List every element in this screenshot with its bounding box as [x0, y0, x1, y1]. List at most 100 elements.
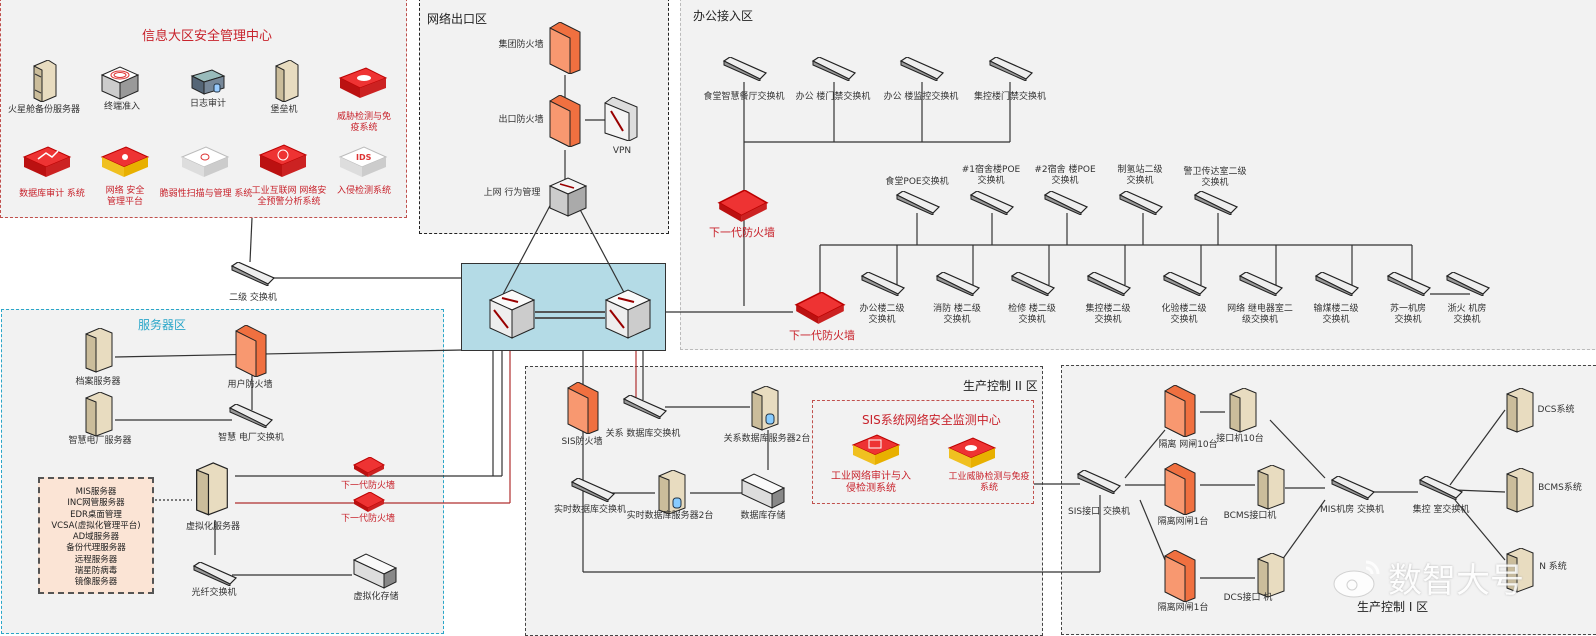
log-audit-icon [190, 69, 226, 95]
zone-office-access [680, 0, 1596, 350]
label-relational-db-servers: 关系数据库服务器2台 [723, 434, 811, 444]
server-icon [1506, 548, 1534, 593]
threat-detection-icon [338, 67, 388, 98]
label-office-switch: 办公楼二级 交换机 [859, 304, 905, 325]
storage-icon [352, 553, 398, 589]
label-ngfw-1: 下一代防火墙 [340, 481, 396, 491]
label-dcs-system: DCS系统 [1537, 405, 1575, 415]
zone-title-server: 服务器区 [138, 318, 187, 332]
db-server-icon [658, 470, 686, 515]
label-office-switch: 检修 楼二级 交换机 [1008, 304, 1056, 325]
zone-title-sis-monitor: SIS系统网络安全监测中心 [862, 413, 1001, 427]
label-fiber-switch: 光纤交换机 [191, 588, 237, 598]
switch-icon [1445, 272, 1491, 296]
server-icon [196, 462, 228, 516]
zone-title-production-ii: 生产控制 II 区 [963, 379, 1038, 393]
firewall-icon [567, 382, 599, 434]
ngfw-icon [352, 457, 386, 477]
switch-icon [860, 272, 906, 296]
switch-icon [722, 57, 768, 81]
switch-icon [1076, 470, 1122, 494]
vm-item: 镜像服务器 [74, 577, 118, 588]
label-office-switch: 苏一机房 交换机 [1389, 304, 1427, 325]
gateway-firewall-icon [1164, 550, 1196, 602]
server-icon [33, 60, 57, 102]
label-office-switch: 食堂智慧餐厅交换机 [703, 92, 785, 102]
switch-icon [811, 57, 857, 81]
label-sis-interface-switch: SIS接口 交换机 [1068, 507, 1130, 517]
zone-info-security [0, 0, 407, 218]
switch-icon [1418, 476, 1464, 500]
core-switch-icon [604, 289, 652, 339]
label-office-switch: 化验楼二级 交换机 [1161, 304, 1207, 325]
label-n-system: N 系统 [1539, 562, 1567, 572]
switch-icon [1386, 272, 1432, 296]
label-industrial-audit: 工业网络审计与入 侵检测系统 [831, 471, 911, 494]
server-icon [1506, 468, 1534, 513]
zone-title-network-exit: 网络出口区 [427, 12, 488, 26]
switch-icon [228, 404, 274, 428]
zone-title-info-security: 信息大区安全管理中心 [142, 29, 273, 44]
zone-sis-monitor [812, 400, 1034, 504]
switch-icon [192, 562, 238, 586]
industrial-audit-icon [851, 434, 901, 465]
label-secondary-switch: 二级 交换机 [229, 293, 277, 303]
label-log-audit: 日志审计 [189, 99, 227, 109]
behavior-mgmt-icon [548, 177, 588, 217]
gateway-firewall-icon [1164, 463, 1196, 515]
db-server-icon [751, 386, 779, 431]
label-office-switch: 警卫传达室二级 交换机 [1183, 167, 1247, 188]
label-gateway-10: 隔离 网闸10台 [1158, 440, 1218, 450]
label-realtime-db-servers: 实时数据库服务器2台 [626, 511, 714, 521]
access-appliance-icon [100, 66, 140, 100]
label-security-platform: 网络 安全 管理平台 [105, 186, 145, 207]
server-icon [1257, 553, 1285, 598]
zone-title-office-access: 办公接入区 [693, 9, 754, 23]
vm-item: EDR桌面管理 [70, 509, 122, 520]
label-virtual-server: 虚拟化服务器 [185, 522, 241, 532]
switch-icon [1314, 272, 1360, 296]
label-group-firewall: 集团防火墙 [498, 40, 544, 50]
ngfw-icon [717, 190, 769, 222]
label-office-switch: 食堂POE交换机 [885, 177, 949, 187]
label-bcms-system: BCMS系统 [1538, 483, 1582, 493]
label-vuln-scan: 脆弱性扫描与管理 系统 [159, 189, 253, 199]
label-office-switch: 输煤楼二级 交换机 [1313, 304, 1359, 325]
globe-appliance-icon [258, 144, 308, 177]
security-platform-icon [100, 146, 150, 177]
label-db-storage: 数据库存储 [740, 511, 786, 521]
label-threat-detection: 威胁检测与免 疫系统 [336, 112, 392, 133]
vuln-scan-icon [180, 146, 230, 177]
switch-icon [1010, 272, 1056, 296]
label-office-switch: 办公 楼监控交换机 [883, 92, 959, 102]
storage-icon [740, 473, 786, 509]
vm-item: 备份代理服务器 [66, 543, 126, 554]
label-vpn: VPN [612, 146, 632, 156]
core-switch-icon [488, 289, 536, 339]
switch-icon [622, 395, 668, 419]
label-office-switch: 消防 楼二级 交换机 [933, 304, 981, 325]
switch-icon [570, 478, 616, 502]
label-user-firewall: 用户防火墙 [227, 380, 273, 390]
switch-icon [899, 57, 945, 81]
label-office-switch: 浙火 机房 交换机 [1447, 304, 1487, 325]
switch-icon [895, 191, 941, 215]
firewall-icon [235, 325, 267, 377]
svg-text:IDS: IDS [356, 153, 372, 162]
label-office-switch: 集控楼二级 交换机 [1085, 304, 1131, 325]
server-icon [1229, 388, 1257, 433]
label-bcms-interface: BCMS接口机 [1223, 511, 1277, 521]
label-industrial-threat: 工业威胁检测与免疫 系统 [948, 472, 1030, 493]
label-office-switch: #1宿舍楼POE 交换机 [961, 165, 1021, 186]
ids-icon: IDS [338, 146, 388, 177]
label-central-control-switch: 集控 室交换机 [1412, 505, 1470, 515]
gateway-firewall-icon [1164, 385, 1196, 437]
label-relational-db-switch: 关系 数据库交换机 [605, 429, 681, 439]
virtual-machine-list: MIS服务器 INC网管服务器 EDR桌面管理 VCSA(虚拟化管理平台) AD… [38, 477, 154, 594]
label-mars-backup-server: 火星舱备份服务器 [7, 105, 81, 115]
label-ids: 入侵检测系统 [336, 186, 392, 196]
server-icon [85, 328, 113, 373]
server-icon [85, 392, 113, 437]
label-ngfw-2: 下一代防火墙 [340, 514, 396, 524]
